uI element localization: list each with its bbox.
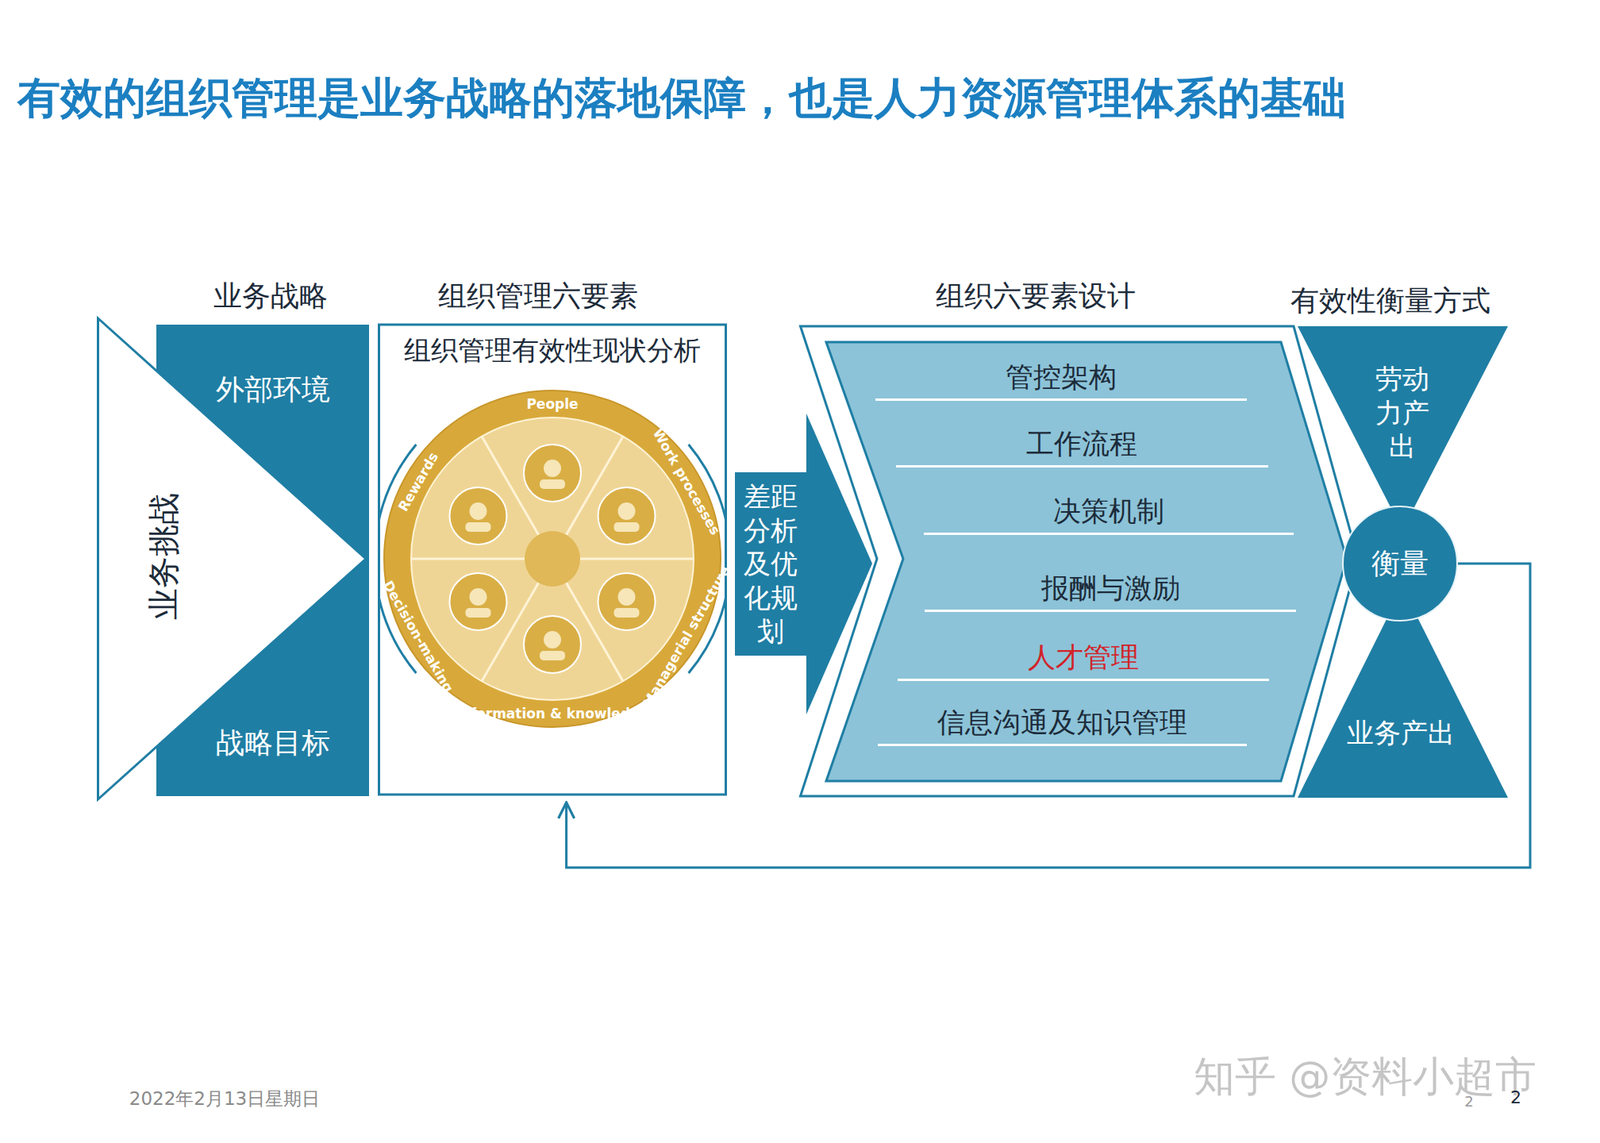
triangle-label: 业务挑战 — [144, 492, 183, 620]
node-label: 衡量 — [1371, 546, 1429, 581]
panel-fill — [156, 324, 370, 797]
wheel-icon — [523, 444, 581, 502]
node-label: 业务产出 — [1346, 716, 1455, 750]
column-heading: 业务战略 — [213, 278, 328, 313]
wheel-icon-glyph — [614, 607, 640, 618]
wheel-icon — [523, 615, 581, 674]
element-band: 人才管理 — [897, 633, 1270, 681]
wheel-hub — [524, 530, 581, 587]
page-number: 2 — [1464, 1092, 1474, 1111]
wheel-icon — [598, 573, 656, 631]
date-footer: 2022年2月13日星期日 — [129, 1088, 320, 1111]
watermark: 知乎 @资料小超市 — [1193, 1051, 1538, 1101]
triangle-outline — [98, 318, 367, 800]
wheel-icon-glyph — [469, 502, 487, 520]
element-band: 信息沟通及知识管理 — [877, 698, 1247, 747]
chevron-outline — [800, 326, 1359, 797]
column-heading: 有效性衡量方式 — [1290, 283, 1491, 318]
node-label: 报酬与激励 — [1041, 571, 1181, 605]
node-label: 战略目标 — [215, 725, 331, 760]
design-chevron: 组织六要素设计管控架构工作流程决策机制报酬与激励人才管理信息沟通及知识管理 — [799, 277, 1362, 797]
node-label: 工作流程 — [1026, 426, 1138, 461]
wheel-icon-glyph — [539, 479, 566, 489]
measure-circle: 衡量 — [1342, 505, 1458, 622]
element-band: 报酬与激励 — [924, 564, 1297, 612]
wheel-icon-glyph — [543, 459, 562, 477]
triangle-fill — [1297, 326, 1508, 531]
box-heading: 组织管理有效性现状分析 — [403, 334, 701, 367]
challenge-triangle: 业务挑战 — [96, 316, 370, 801]
wheel-label: Information & knowledge — [455, 705, 650, 722]
element-band: 决策机制 — [923, 487, 1294, 535]
wheel-icon-glyph — [469, 588, 487, 606]
wheel-icon-glyph — [543, 630, 562, 649]
wheel-icon-glyph — [614, 522, 640, 532]
node-label: 差距分析及优化规划 — [740, 479, 801, 649]
wheel-divider — [580, 557, 694, 561]
element-band: 管控架构 — [875, 353, 1247, 401]
node-label: 人才管理 — [1027, 640, 1139, 674]
wheel-icon-glyph — [618, 588, 636, 606]
wheel-icon-glyph — [465, 607, 491, 618]
wheel-icon — [449, 487, 507, 545]
analysis-box: 组织管理六要素组织管理有效性现状分析PeopleWork processesMa… — [377, 277, 727, 797]
node-label: 决策机制 — [1053, 494, 1165, 528]
analysis-box — [379, 324, 727, 795]
chevron-fill — [826, 342, 1347, 781]
node-outline — [96, 316, 370, 801]
wheel-divider — [411, 557, 525, 561]
feedback-connector — [566, 563, 1531, 868]
wheel-label: People — [526, 396, 578, 412]
wheel-disc — [411, 417, 694, 700]
wheel-icon-glyph — [465, 522, 491, 532]
wheel-icon — [598, 487, 656, 545]
slide-title: 有效的组织管理是业务战略的落地保障，也是人力资源管理体系的基础 — [17, 69, 1347, 128]
triangle-fill — [1297, 587, 1508, 798]
node-label: 劳动力产出 — [1371, 361, 1434, 464]
column-heading: 组织六要素设计 — [935, 278, 1136, 313]
page-number: 2 — [1510, 1087, 1522, 1108]
column-heading: 组织管理六要素 — [438, 278, 639, 313]
node-label: 管控架构 — [1005, 360, 1117, 394]
wheel-icon-glyph — [539, 650, 566, 661]
node-label: 信息沟通及知识管理 — [937, 705, 1188, 739]
wheel-icon — [449, 573, 507, 631]
element-band: 工作流程 — [896, 419, 1269, 468]
wheel-icon-glyph — [618, 502, 636, 520]
node-label: 外部环境 — [215, 372, 331, 407]
